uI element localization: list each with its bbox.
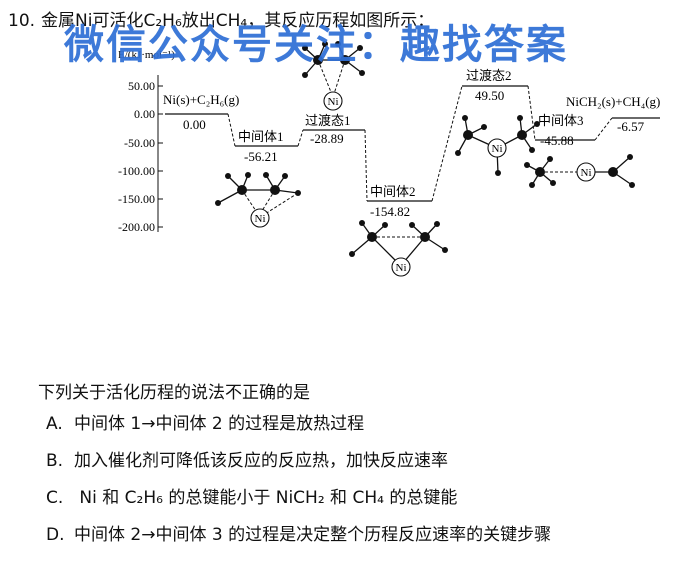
option-text: 中间体 1→中间体 2 的过程是放热过程 <box>74 414 365 434</box>
state-label: Ni(s)+C₂H₆(g) <box>163 92 239 107</box>
state-label: 过渡态2 <box>466 68 512 83</box>
connector <box>527 85 536 141</box>
connector <box>227 113 236 147</box>
connector <box>594 117 613 141</box>
molecule-intermediate-3: Ni <box>524 154 635 188</box>
molecule-intermediate-1: Ni <box>215 172 301 228</box>
option-a[interactable]: A. 中间体 1→中间体 2 的过程是放热过程 <box>46 413 551 450</box>
y-axis-label: E/(kJ·mol⁻¹) <box>118 49 175 61</box>
ni-atom-label: Ni <box>492 143 503 155</box>
option-text: Ni 和 C₂H₆ 的总键能小于 NiCH₂ 和 CH₄ 的总键能 <box>74 488 458 508</box>
option-letter: B. <box>46 451 64 471</box>
state-value: -45.88 <box>540 133 574 148</box>
state-value: 0.00 <box>183 117 206 132</box>
state-value: -154.82 <box>370 204 410 219</box>
state-label: 中间体2 <box>370 184 416 199</box>
question-stem-line: 10.金属Ni可活化C₂H₆放出CH₄，其反应历程如图所示： <box>8 6 434 31</box>
state-value: -28.89 <box>310 131 344 146</box>
state-label: 过渡态1 <box>305 113 351 128</box>
ni-atom-label: Ni <box>581 167 592 179</box>
ni-atom-label: Ni <box>255 213 266 225</box>
state-label: 中间体1 <box>238 129 284 144</box>
question-lead: 下列关于活化历程的说法不正确的是 <box>38 383 310 403</box>
question-stem: 金属Ni可活化C₂H₆放出CH₄，其反应历程如图所示： <box>41 11 435 31</box>
option-c[interactable]: C. Ni 和 C₂H₆ 的总键能小于 NiCH₂ 和 CH₄ 的总键能 <box>46 487 551 524</box>
option-b[interactable]: B. 加入催化剂可降低该反应的反应热，加快反应速率 <box>46 450 551 487</box>
connector <box>364 129 368 202</box>
y-tick-label: 0.00 <box>134 107 155 121</box>
y-tick-label: -200.00 <box>118 220 155 234</box>
y-ticks <box>158 85 163 228</box>
connector <box>297 129 304 147</box>
state-value: -6.57 <box>617 119 645 134</box>
y-tick-label: -50.00 <box>124 136 155 150</box>
question-number: 10. <box>8 11 36 31</box>
option-text: 中间体 2→中间体 3 的过程是决定整个历程反应速率的关键步骤 <box>74 525 552 545</box>
molecule-reactant: Ni <box>302 41 365 111</box>
option-letter: D. <box>46 525 65 545</box>
answer-options: A. 中间体 1→中间体 2 的过程是放热过程 B. 加入催化剂可降低该反应的反应热… <box>46 413 551 561</box>
option-d[interactable]: D. 中间体 2→中间体 3 的过程是决定整个历程反应速率的关键步骤 <box>46 524 551 561</box>
option-text: 加入催化剂可降低该反应的反应热，加快反应速率 <box>74 451 448 471</box>
y-tick-label: 50.00 <box>128 79 155 93</box>
state-value: -56.21 <box>244 149 278 164</box>
state-label: NiCH₂(s)+CH₄(g) <box>566 94 660 109</box>
ni-atom-label: Ni <box>396 262 407 274</box>
ni-atom-label: Ni <box>328 96 339 108</box>
option-letter: A. <box>46 414 63 434</box>
connector <box>431 85 463 202</box>
state-label: 中间体3 <box>538 113 584 128</box>
molecule-transition-2: Ni <box>455 115 540 176</box>
molecule-intermediate-2: Ni <box>349 220 448 277</box>
option-letter: C. <box>46 488 64 508</box>
energy-diagram: E/(kJ·mol⁻¹) 50.00 0.00 -50.00 -100.00 -… <box>118 41 660 277</box>
y-tick-label: -100.00 <box>118 164 155 178</box>
state-value: 49.50 <box>475 88 504 103</box>
watermark-text: 微信公众号关注：趣找答案 <box>64 22 568 68</box>
y-tick-label: -150.00 <box>118 192 155 206</box>
